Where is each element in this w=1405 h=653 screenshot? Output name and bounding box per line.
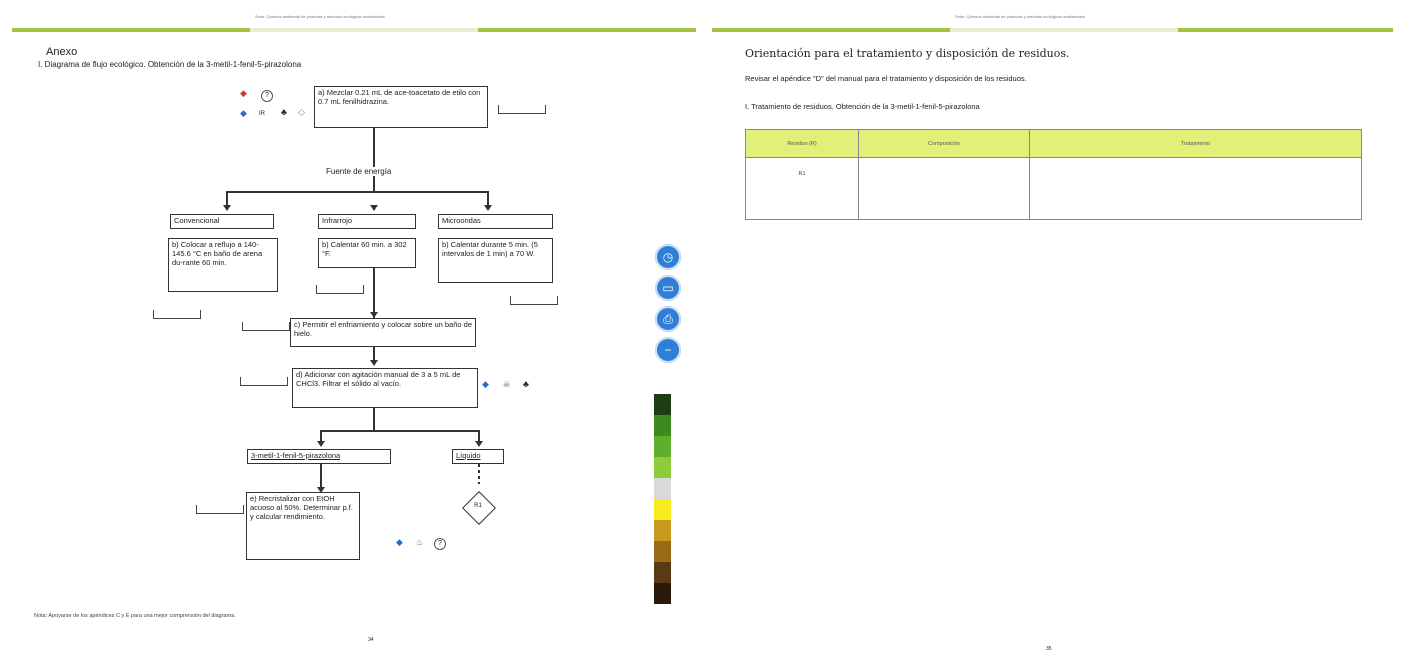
flow-line [320,464,322,489]
blank-field-b1[interactable] [153,310,201,319]
hazard-flammable-icon: ♨ [416,538,424,547]
right-intro: Revisar el apéndice "D" del manual para … [745,74,1027,83]
color-swatch[interactable] [654,436,671,457]
color-swatch[interactable] [654,415,671,436]
blank-field-e[interactable] [196,505,244,514]
header-bar-right [712,28,950,32]
header-bar-right-light [950,28,1178,32]
page-number-left: 34 [368,637,374,643]
color-swatch[interactable] [654,478,671,499]
flow-arrow [370,205,378,211]
residue-table: Residuo (R) Composición Tratamiento R1 [745,129,1362,220]
hazard-question-icon: ? [261,90,273,102]
flow-arrow [317,487,325,493]
table-header-residue: Residuo (R) [745,129,859,158]
flow-line [226,191,489,193]
flow-line [320,430,322,442]
clock-button[interactable]: ◷ [655,244,681,270]
blank-field-c[interactable] [242,322,290,331]
blank-field-d[interactable] [240,377,288,386]
table-header-treatment: Tratamiento [1029,129,1362,158]
color-swatch[interactable] [654,541,671,562]
flow-line [320,430,480,432]
color-swatch[interactable] [654,562,671,583]
energy-label: Fuente de energía [326,167,392,176]
clock-icon: ◷ [662,250,674,264]
minus-button[interactable]: − [655,337,681,363]
hazard-irritant-icon: IR [259,111,265,117]
table-cell[interactable] [858,157,1030,220]
flow-arrow [223,205,231,211]
hazard-toxic-icon: ♣ [523,379,529,389]
flow-line [373,128,375,193]
flow-line [487,191,489,205]
header-bar-left-2 [478,28,696,32]
method-microwave: Microondas [438,214,553,229]
header-bar-right-2 [1178,28,1393,32]
flow-line [478,464,480,484]
table-cell: R1 [745,157,859,220]
hazard-diamond-icon: ◆ [240,88,247,98]
header-bar-left [12,28,250,32]
method-conventional: Convencional [170,214,274,229]
left-subtitle: I. Diagrama de flujo ecológico. Obtenció… [38,60,302,69]
step-b3-box: b) Calentar durante 5 min. (5 intervalos… [438,238,553,283]
page-number-right: 35 [1046,646,1052,652]
table-header-composition: Composición [858,129,1030,158]
header-bar-left-light [250,28,478,32]
residue-label: R1 [474,503,482,509]
flow-arrow [475,441,483,447]
flow-arrow [370,312,378,318]
hazard-health-icon: ☠ [503,380,511,389]
flow-line [373,268,375,318]
annex-heading: Anexo [46,46,78,58]
blank-field-b2[interactable] [316,285,364,294]
book-button[interactable]: ▭ [655,275,681,301]
color-swatch[interactable] [654,394,671,415]
hazard-question-icon: ? [434,538,446,550]
flow-line [478,430,480,442]
color-swatch[interactable] [654,583,671,604]
footnote: Nota: Apoyarse de los apéndices C y E pa… [34,613,236,619]
table-cell[interactable] [1029,157,1362,220]
color-swatch[interactable] [654,457,671,478]
color-swatch[interactable] [654,499,671,520]
product-box: 3-metil-1-fenil-5-pirazolona [247,449,391,464]
flow-arrow [370,360,378,366]
step-b1-box: b) Colocar a reflujo a 140- 145.6 °C en … [168,238,278,292]
table-row: R1 [745,157,1362,220]
step-d-box: d) Adicionar con agitación manual de 3 a… [292,368,478,408]
step-c-box: c) Permitir el enfriamiento y colocar so… [290,318,476,347]
step-e-box: e) Recristalizar con EtOH acuoso al 50%.… [246,492,360,560]
header-text-right: Serie: Química ambiental de pirazolas y … [955,14,1085,19]
header-text-left: Serie: Química ambiental de pirazolas y … [255,14,385,19]
flow-line [373,408,375,430]
step-a-box: a) Mezclar 0.21 mL de ace-toacetato de e… [314,86,488,128]
hazard-diamond-icon: ◆ [240,108,247,118]
step-b2-box: b) Calentar 60 min. a 302 °F. [318,238,416,268]
right-title: Orientación para el tratamiento y dispos… [745,47,1070,60]
method-infrared: Infrarrojo [318,214,416,229]
flow-arrow [317,441,325,447]
minus-icon: − [664,343,672,357]
hazard-toxic-icon: ♣ [281,107,287,117]
blank-field-b3[interactable] [510,296,558,305]
hazard-diamond-icon: ◆ [396,537,403,547]
flow-line [373,347,375,363]
hazard-diamond-icon: ◆ [482,379,489,389]
flow-line [226,191,228,205]
book-icon: ▭ [662,281,674,295]
flow-arrow [484,205,492,211]
hazard-empty-diamond-icon: ◇ [298,107,305,117]
print-button[interactable]: ⎙ [655,306,681,332]
liquid-box: Líquido [452,449,504,464]
color-swatch[interactable] [654,520,671,541]
blank-field-a[interactable] [498,105,546,114]
right-subtitle: I. Tratamiento de residuos. Obtención de… [745,102,980,111]
print-icon: ⎙ [663,312,673,326]
